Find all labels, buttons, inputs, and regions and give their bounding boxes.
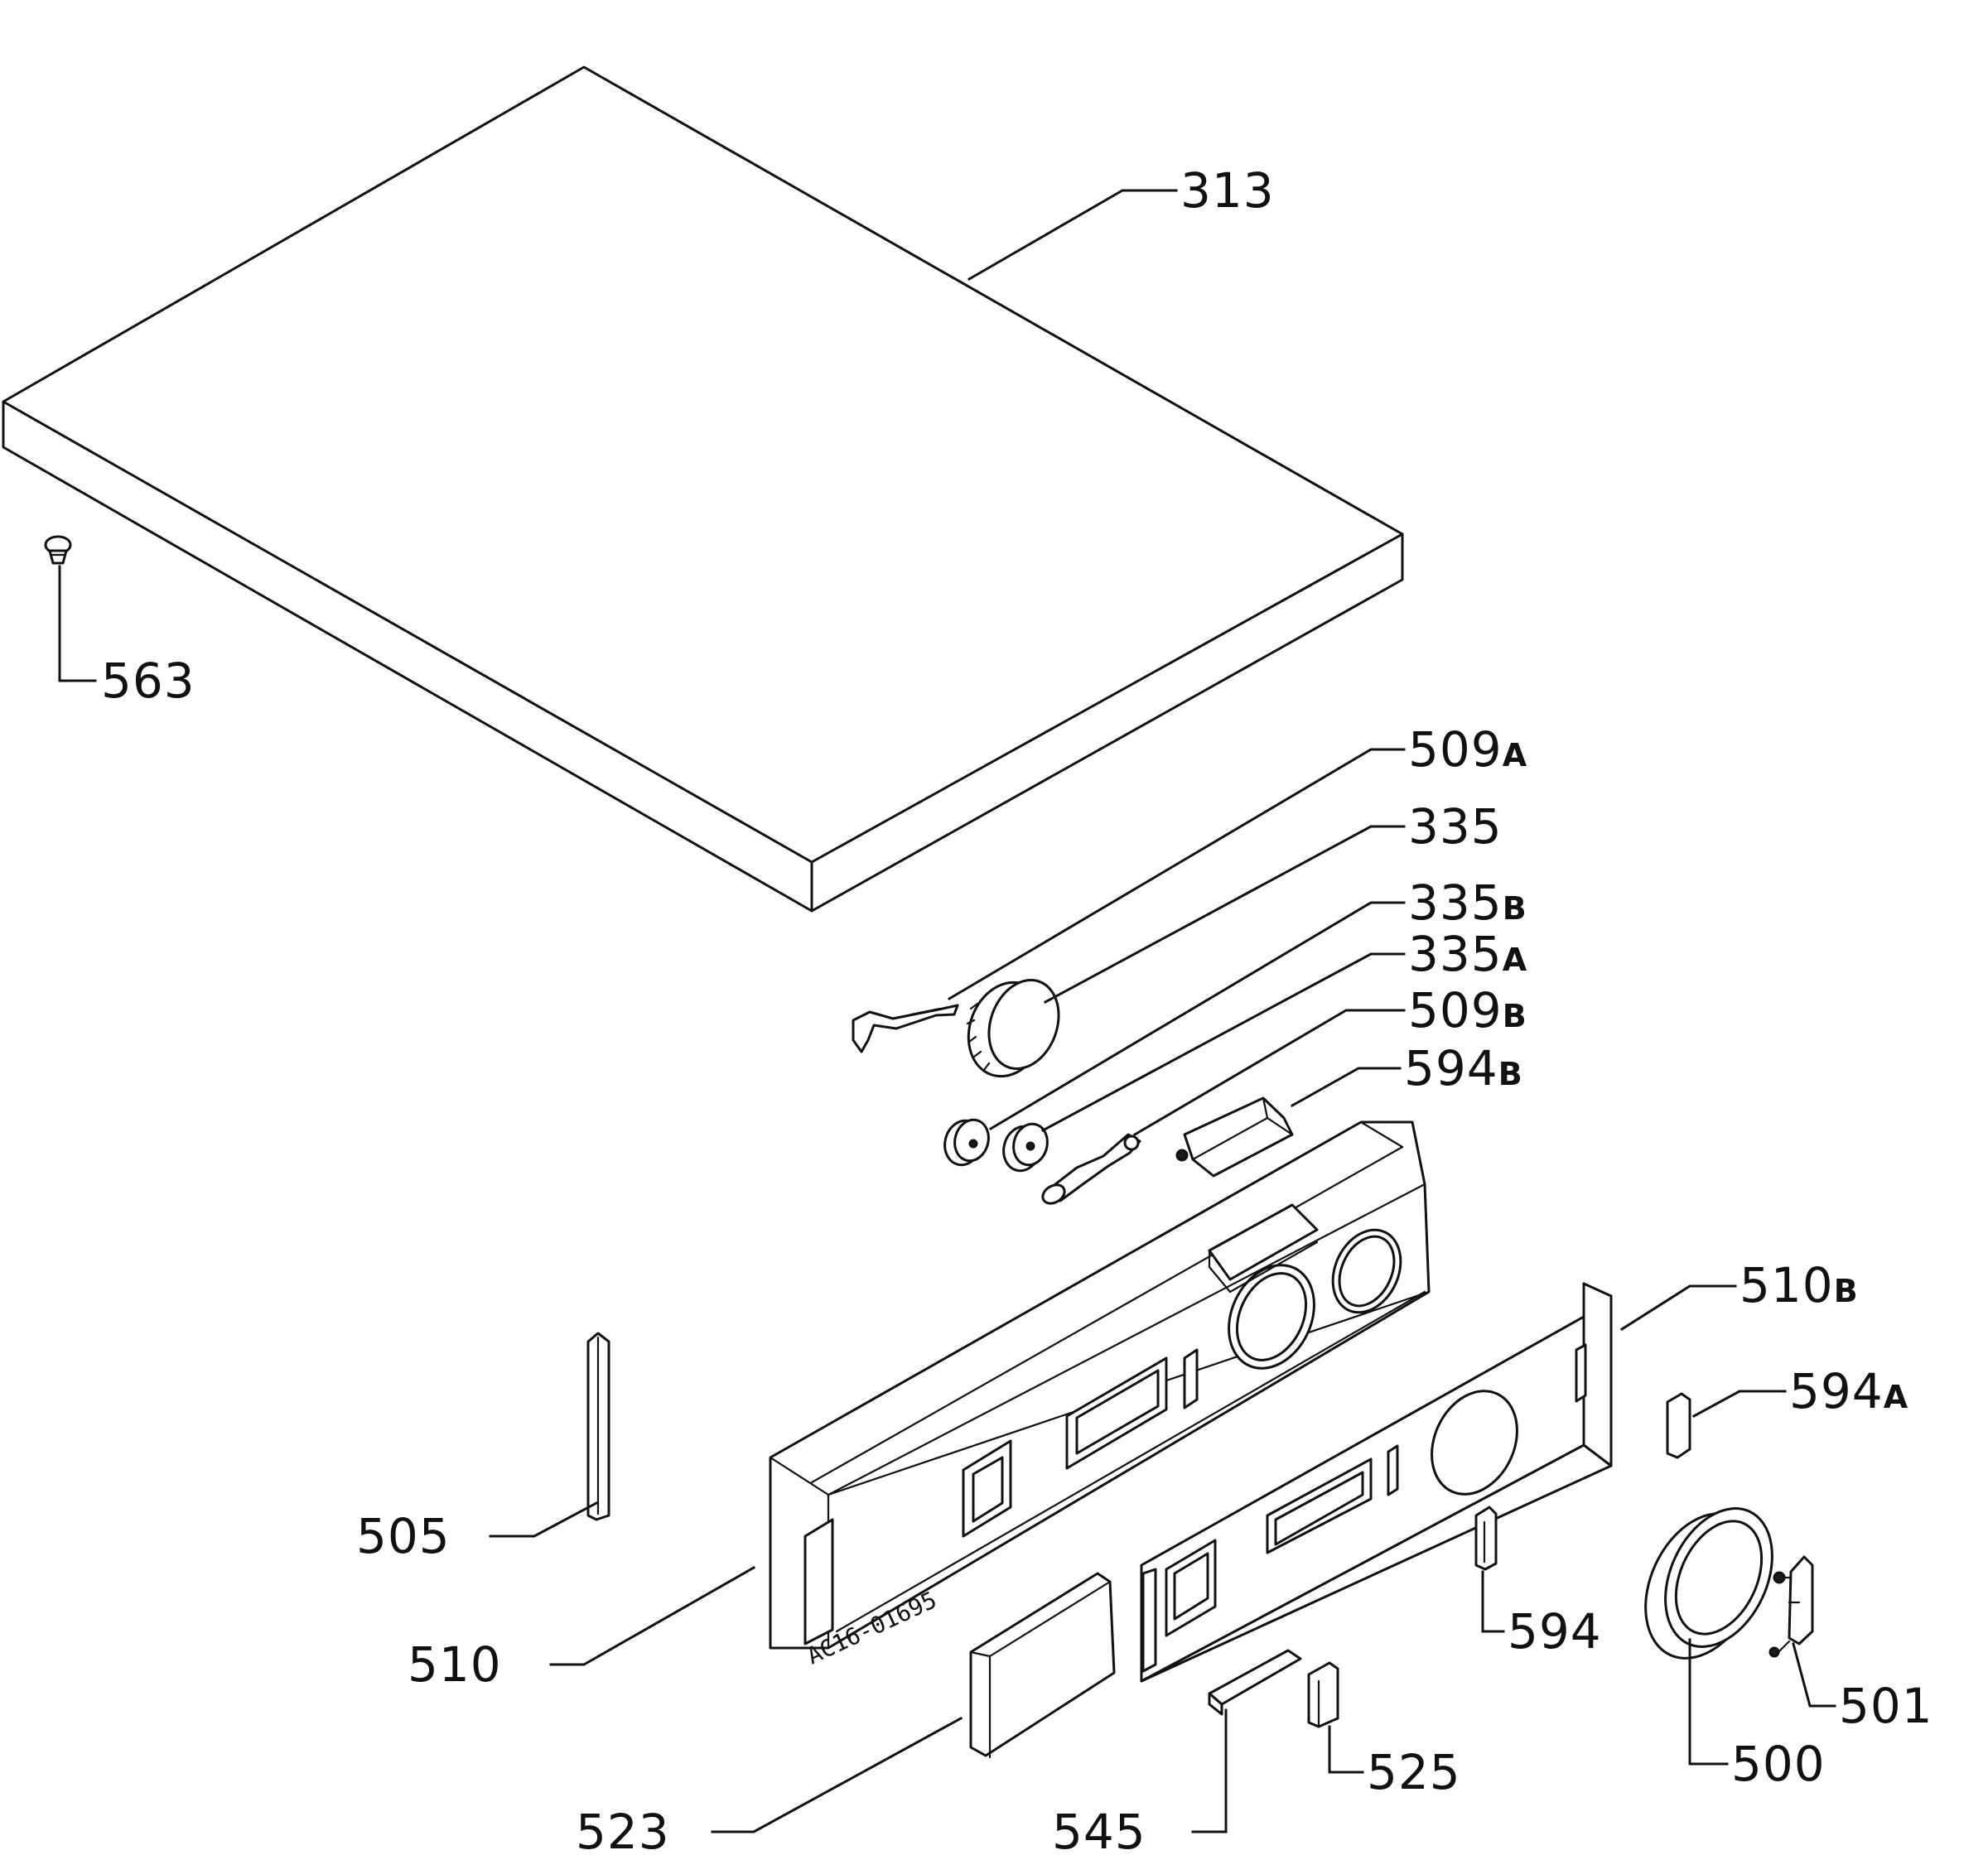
label-509b: 509B — [1408, 982, 1527, 1038]
leader-335b — [988, 901, 1406, 1131]
leader-509a — [947, 748, 1406, 1001]
label-501: 501 — [1839, 1678, 1933, 1734]
strip-545-part — [1208, 1649, 1302, 1716]
leader-500 — [1688, 1638, 1729, 1766]
leader-594 — [1481, 1570, 1505, 1633]
cover-plate-523-part — [969, 1572, 1116, 1759]
block-525-part — [1307, 1661, 1339, 1728]
top-cover-part — [2, 65, 1404, 913]
leader-545 — [1191, 1708, 1228, 1833]
label-594: 594 — [1508, 1603, 1602, 1660]
leader-313 — [967, 189, 1178, 282]
leader-501 — [1792, 1642, 1836, 1708]
label-525: 525 — [1367, 1744, 1461, 1800]
label-335a: 335A — [1408, 926, 1527, 982]
block-594-part — [1474, 1506, 1498, 1571]
trim-strip-part — [1140, 1282, 1613, 1683]
control-panel-part: AC16-01695 — [769, 1120, 1431, 1670]
ring-500-part — [1644, 1507, 1773, 1660]
label-505: 505 — [356, 1508, 451, 1564]
label-545: 545 — [1052, 1804, 1146, 1855]
button-594b-part — [1175, 1096, 1294, 1178]
leader-509b — [1132, 1009, 1406, 1137]
block-594a-part — [1666, 1392, 1691, 1459]
label-500: 500 — [1731, 1736, 1826, 1792]
lever-509b-part — [1041, 1133, 1141, 1205]
leader-510 — [549, 1565, 756, 1666]
leader-335 — [1043, 825, 1406, 1005]
leader-335a — [1040, 952, 1406, 1133]
knob-335a-part — [1002, 1122, 1049, 1173]
label-335: 335 — [1408, 798, 1503, 855]
callout-labels: 313 563 509A 335 335B 335A 509B 594B 510… — [101, 162, 1933, 1855]
label-594a: 594A — [1789, 1363, 1908, 1419]
leader-563 — [58, 565, 97, 682]
knob-335b-part — [943, 1118, 990, 1167]
leader-525 — [1328, 1725, 1364, 1774]
label-509a: 509A — [1408, 721, 1527, 778]
label-563: 563 — [101, 653, 195, 709]
label-523: 523 — [576, 1804, 670, 1855]
leader-505 — [489, 1501, 599, 1538]
label-313: 313 — [1180, 162, 1275, 219]
leader-594b — [1290, 1067, 1402, 1108]
leader-510b — [1619, 1284, 1737, 1332]
knob-335-part — [966, 979, 1060, 1078]
strip-505-part — [586, 1332, 610, 1521]
leader-594a — [1691, 1390, 1787, 1419]
label-335b: 335B — [1408, 874, 1527, 931]
leader-lines — [58, 189, 1836, 1833]
switch-501-part — [1768, 1555, 1814, 1658]
label-510b: 510B — [1740, 1257, 1859, 1313]
label-594b: 594B — [1404, 1040, 1523, 1096]
label-510: 510 — [408, 1636, 502, 1693]
leader-523 — [711, 1716, 963, 1833]
lever-509a-part — [852, 1004, 959, 1053]
screw-part — [44, 535, 72, 565]
